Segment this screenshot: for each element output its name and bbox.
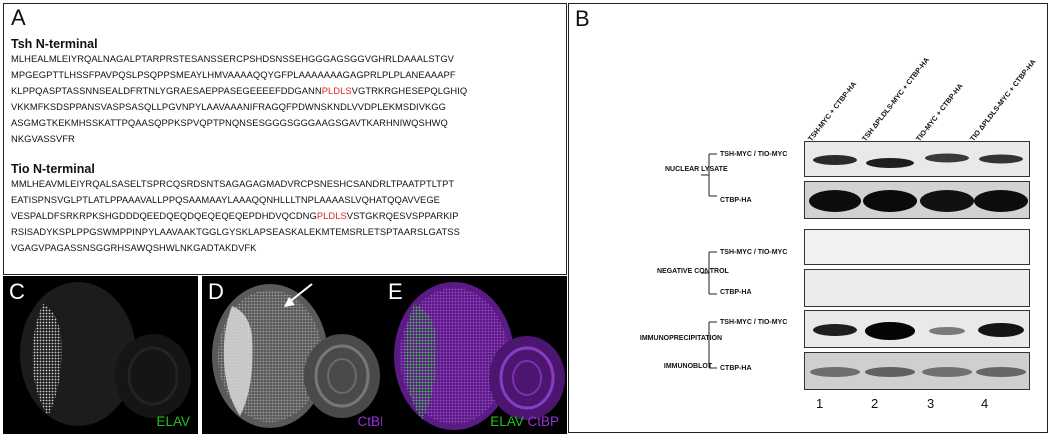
micrograph-label: ELAV CtBP [490,414,559,429]
sequence-line: VGAGVPAGASSNSGGRHSAWQSHWLNKGADTAKDVFK [11,242,257,253]
row-label-myc: TSH-MYC / TIO-MYC [720,249,788,256]
group-label-immunoprecipitation: IMMUNOPRECIPITATION [639,335,723,342]
row-label-ha: CTBP-HA [720,197,752,204]
blot-strip [804,181,1030,219]
sequence-line: RSISADYKSPLPPGSWMPPINPYLAAVAAKTGGLGYSKLA… [11,226,460,237]
micrograph-d-image [212,283,380,428]
sequence-line: ASGMGTKEKMHSSKATTPQAASQPPKSPVQPTPNQNSESG… [11,117,448,128]
row-label-ha: CTBP-HA [720,289,752,296]
micrograph-c-image [20,282,191,426]
ctbp-label: CtBP [527,414,559,429]
ctbp-label: CtBP [357,414,389,429]
elav-label: ELAV [490,414,524,429]
lane-number: 4 [981,396,989,411]
sequence-line: NKGVASSVFR [11,133,75,144]
tio-heading: Tio N-terminal [11,162,95,176]
row-label-myc: TSH-MYC / TIO-MYC [720,319,788,326]
blot-strip [804,269,1030,307]
micrograph-c: C ELAV [3,276,198,434]
sequence-line: VESPALDFSRKRPKSHGDDDQEEDQEQDQEQEQEQEPDHD… [11,210,459,221]
blot-strip [804,141,1030,177]
sequence-line: VKKMFKSDSPPANSVASPSASQLLPGVNPYLAAVAAANIF… [11,101,446,112]
row-label-ha: CTBP-HA [720,365,752,372]
micrograph-e-image [394,282,565,430]
blot-strip [804,310,1030,348]
micrograph-d: D CtBP [202,276,397,434]
micrograph-letter: D [208,279,224,304]
sequence-line: MPGEGPTTLHSSFPAVPQSLPSQPPSMEAYLHMVAAAAQQ… [11,69,456,80]
pldls-motif: PLDLS [316,210,347,221]
sequence-line: MLHEALMLEIYRQALNAGALPTARPRSTESANSSERCPSH… [11,53,454,64]
group-label-negative-control: NEGATIVE CONTROL [657,268,729,275]
micrograph-label: CtBP [357,414,389,429]
arrow-icon [287,283,313,304]
sequence-line: KLPPQASPTASSNNSEALDFRTNLYGRAESAEPPASEGEE… [11,85,468,96]
tsh-heading: Tsh N-terminal [11,37,98,51]
lane-number: 2 [871,396,879,411]
lane-number: 1 [816,396,824,411]
bracket-lines [701,153,717,369]
group-label-immunoblot: IMMUNOBLOT [663,363,713,370]
micrograph-e: E ELAV CtBP [382,276,567,434]
tio-sequence: MMLHEAVMLEIYRQALSASELTSPRCQSRDSNTSAGAGAG… [11,176,563,256]
pldls-motif: PLDLS [321,85,352,96]
micrograph-letter: C [9,279,25,304]
panel-letter-b: B [575,6,590,31]
group-label-nuclear-lysate: NUCLEAR LYSATE [665,166,728,173]
row-label-myc: TSH-MYC / TIO-MYC [720,151,788,158]
panel-b-western-blot: B TSH-MYC + CTBP-HA TSH ΔPLDLS-MYC + CTB… [568,3,1048,433]
panel-a-sequences: A Tsh N-terminal MLHEALMLEIYRQALNAGALPTA… [3,3,567,275]
sequence-line: MMLHEAVMLEIYRQALSASELTSPRCQSRDSNTSAGAGAG… [11,178,455,189]
panel-letter-a: A [11,5,26,30]
sequence-line: EATISPNSVGLPTLATLPPAAAVALLPPQSAAMAAYLAAA… [11,194,440,205]
blot-strip [804,352,1030,390]
tsh-sequence: MLHEALMLEIYRQALNAGALPTARPRSTESANSSERCPSH… [11,51,563,147]
blot-strip [804,229,1030,265]
lane-number: 3 [927,396,935,411]
micrograph-letter: E [388,279,403,304]
micrograph-label: ELAV [156,414,190,429]
elav-label: ELAV [156,414,190,429]
